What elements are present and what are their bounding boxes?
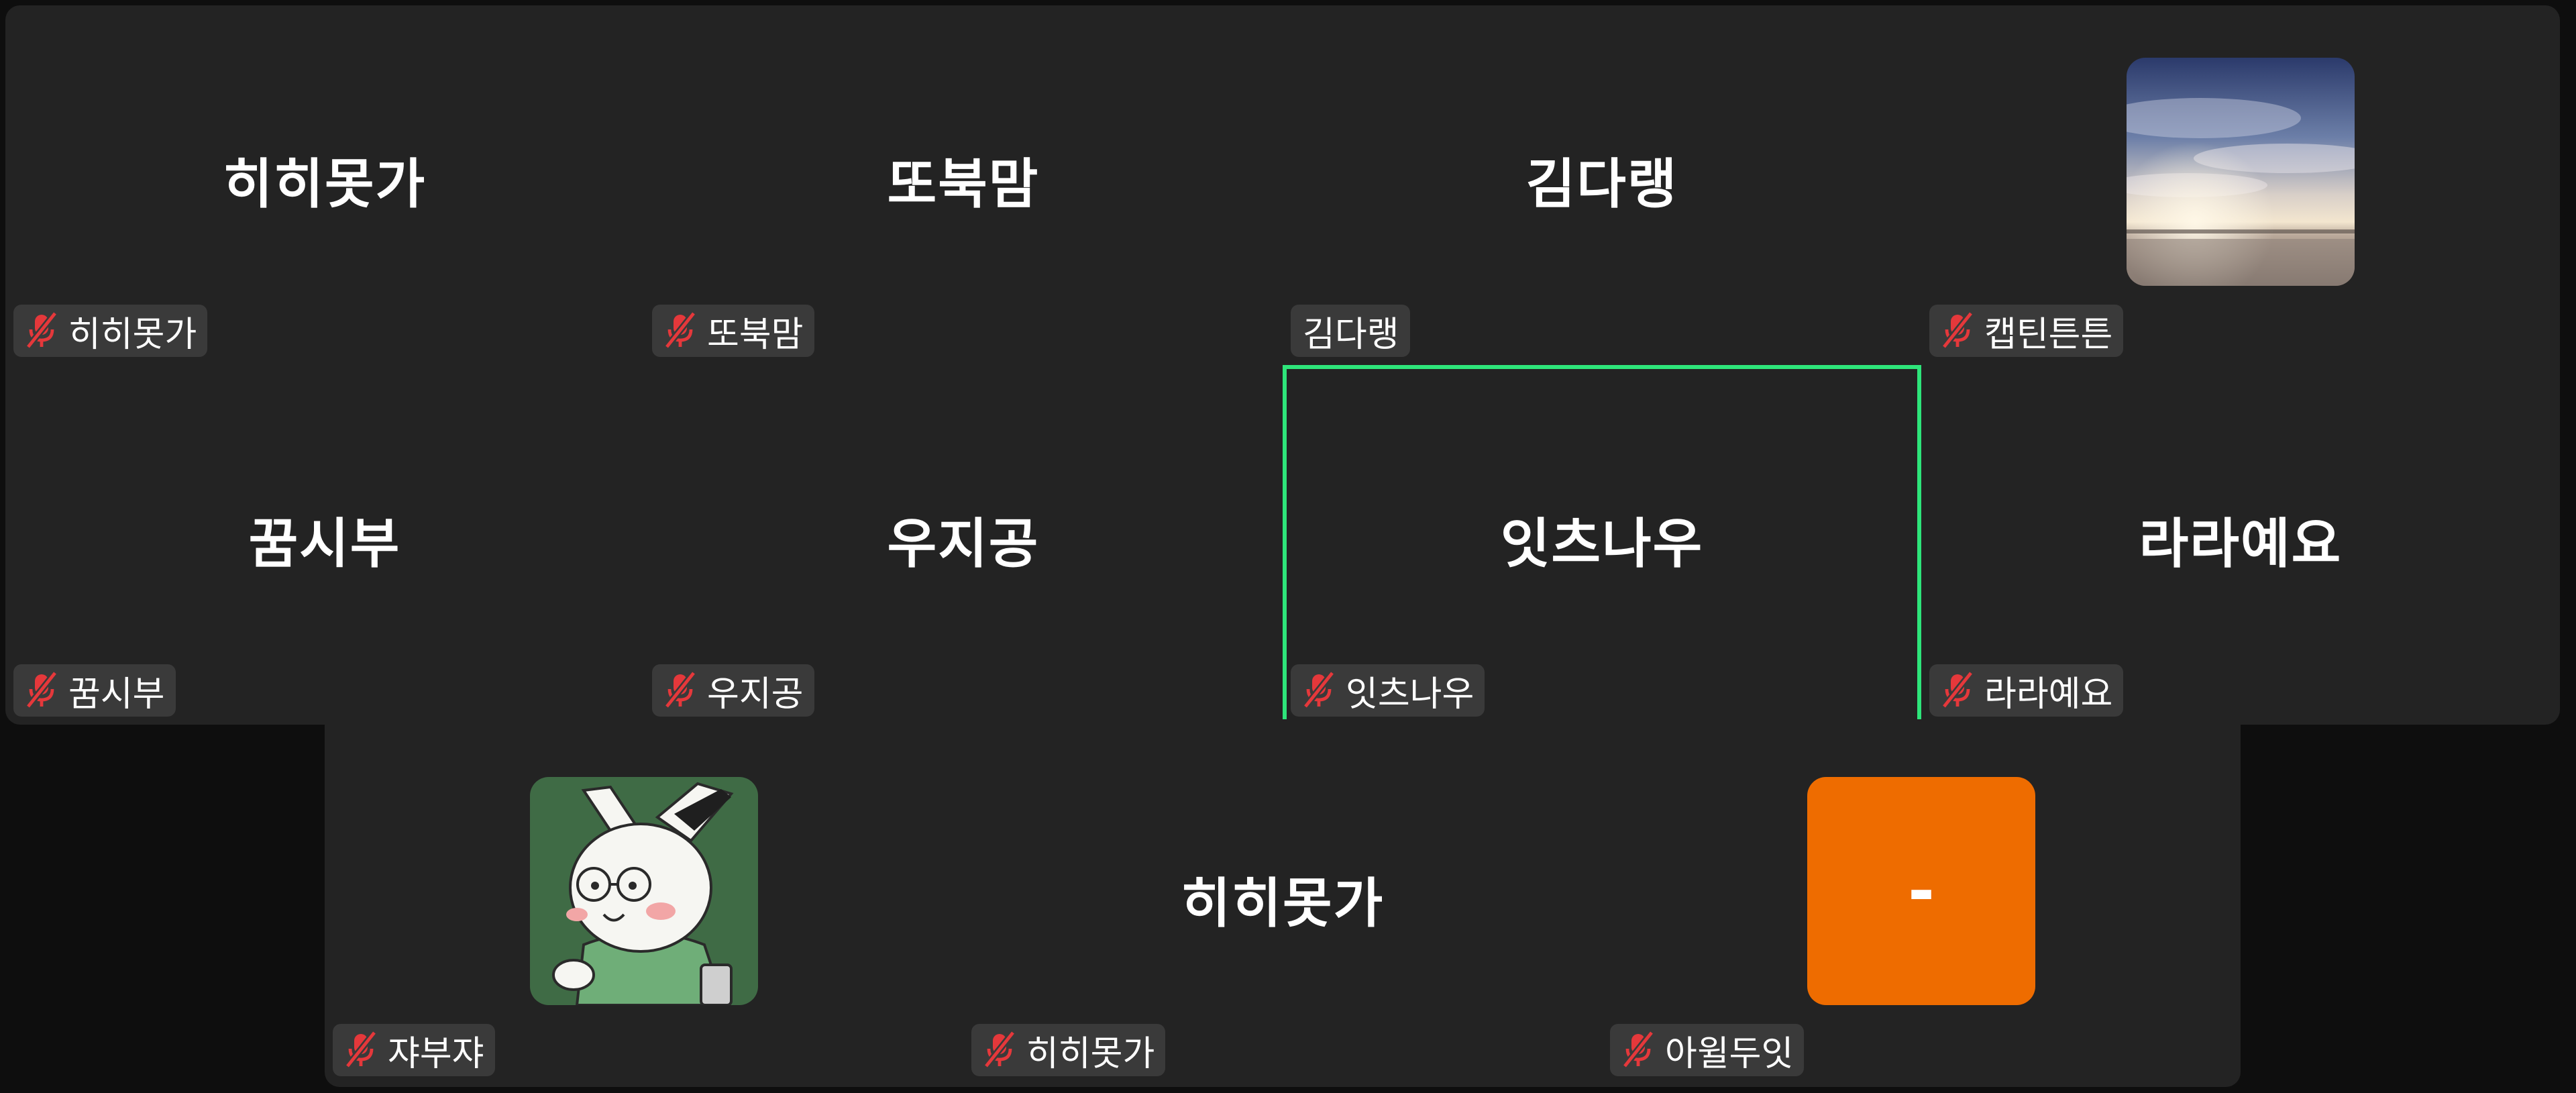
participant-name-label: 쟈부쟈 <box>333 1024 495 1076</box>
participant-name: 잇츠나우 <box>1346 674 1474 715</box>
microphone-muted-icon <box>1303 672 1335 709</box>
microphone-muted-icon <box>1622 1031 1654 1069</box>
participant-name: 캡틴튼튼 <box>1984 314 2113 355</box>
participant-name-label: 아윌두잇 <box>1610 1024 1805 1076</box>
participant-name: 히히못가 <box>68 314 197 355</box>
participant-display-name: 잇츠나우 <box>1500 513 1704 575</box>
microphone-muted-icon <box>983 1031 1016 1069</box>
participant-name: 꿈시부 <box>68 674 165 715</box>
participant-name: 아윌두잇 <box>1665 1033 1794 1074</box>
participant-name: 히히못가 <box>1026 1033 1155 1074</box>
participant-tile[interactable]: 또북맘 또북맘 <box>644 5 1283 365</box>
microphone-muted-icon <box>664 312 696 350</box>
participant-name-label: 잇츠나우 <box>1291 664 1485 717</box>
participant-tile[interactable]: 히히못가 히히못가 <box>963 725 1602 1084</box>
participant-name-label: 히히못가 <box>971 1024 1166 1076</box>
gallery-grid-bottom: 쟈부쟈 히히못가 히히못가 - 아윌두잇 <box>325 719 2241 1087</box>
gallery-grid-top: 히히못가 히히못가 또북맘 또북맘 김다랭 김다랭 <box>5 5 2560 725</box>
microphone-muted-icon <box>345 1031 377 1069</box>
participant-name-label: 캡틴튼튼 <box>1929 305 2124 357</box>
microphone-muted-icon <box>25 312 58 350</box>
participant-name-label: 또북맘 <box>652 305 814 357</box>
microphone-muted-icon <box>1941 312 1974 350</box>
participant-display-name: 김다랭 <box>1525 153 1678 215</box>
participant-name: 또북맘 <box>707 314 804 355</box>
participant-avatar <box>530 777 758 1005</box>
microphone-muted-icon <box>1941 672 1974 709</box>
participant-tile-active-speaker[interactable]: 잇츠나우 잇츠나우 <box>1283 365 1921 725</box>
participant-name: 라라예요 <box>1984 674 2113 715</box>
participant-tile[interactable]: 라라예요 라라예요 <box>1921 365 2560 725</box>
participant-tile[interactable]: 김다랭 김다랭 <box>1283 5 1921 365</box>
participant-name-label: 꿈시부 <box>13 664 176 717</box>
participant-display-name: 우지공 <box>887 513 1040 575</box>
participant-tile[interactable]: 캡틴튼튼 <box>1921 5 2560 365</box>
participant-avatar-initial: - <box>1807 777 2035 1005</box>
participant-display-name: 또북맘 <box>887 153 1040 215</box>
participant-name: 김다랭 <box>1303 314 1399 355</box>
microphone-muted-icon <box>664 672 696 709</box>
participant-display-name: 히히못가 <box>1181 872 1385 935</box>
participant-tile[interactable]: - 아윌두잇 <box>1602 725 2241 1084</box>
participant-name-label: 히히못가 <box>13 305 208 357</box>
participant-display-name: 히히못가 <box>223 153 427 215</box>
microphone-muted-icon <box>25 672 58 709</box>
participant-tile[interactable]: 쟈부쟈 <box>325 725 963 1084</box>
participant-name-label: 김다랭 <box>1291 305 1410 357</box>
participant-avatar <box>2127 58 2355 286</box>
participant-name-label: 라라예요 <box>1929 664 2124 717</box>
participant-tile[interactable]: 우지공 우지공 <box>644 365 1283 725</box>
participant-name: 쟈부쟈 <box>388 1033 484 1074</box>
participant-display-name: 라라예요 <box>2139 513 2343 575</box>
participant-name-label: 우지공 <box>652 664 814 717</box>
participant-tile[interactable]: 히히못가 히히못가 <box>5 5 644 365</box>
participant-name: 우지공 <box>707 674 804 715</box>
participant-display-name: 꿈시부 <box>248 513 401 575</box>
participant-tile[interactable]: 꿈시부 꿈시부 <box>5 365 644 725</box>
